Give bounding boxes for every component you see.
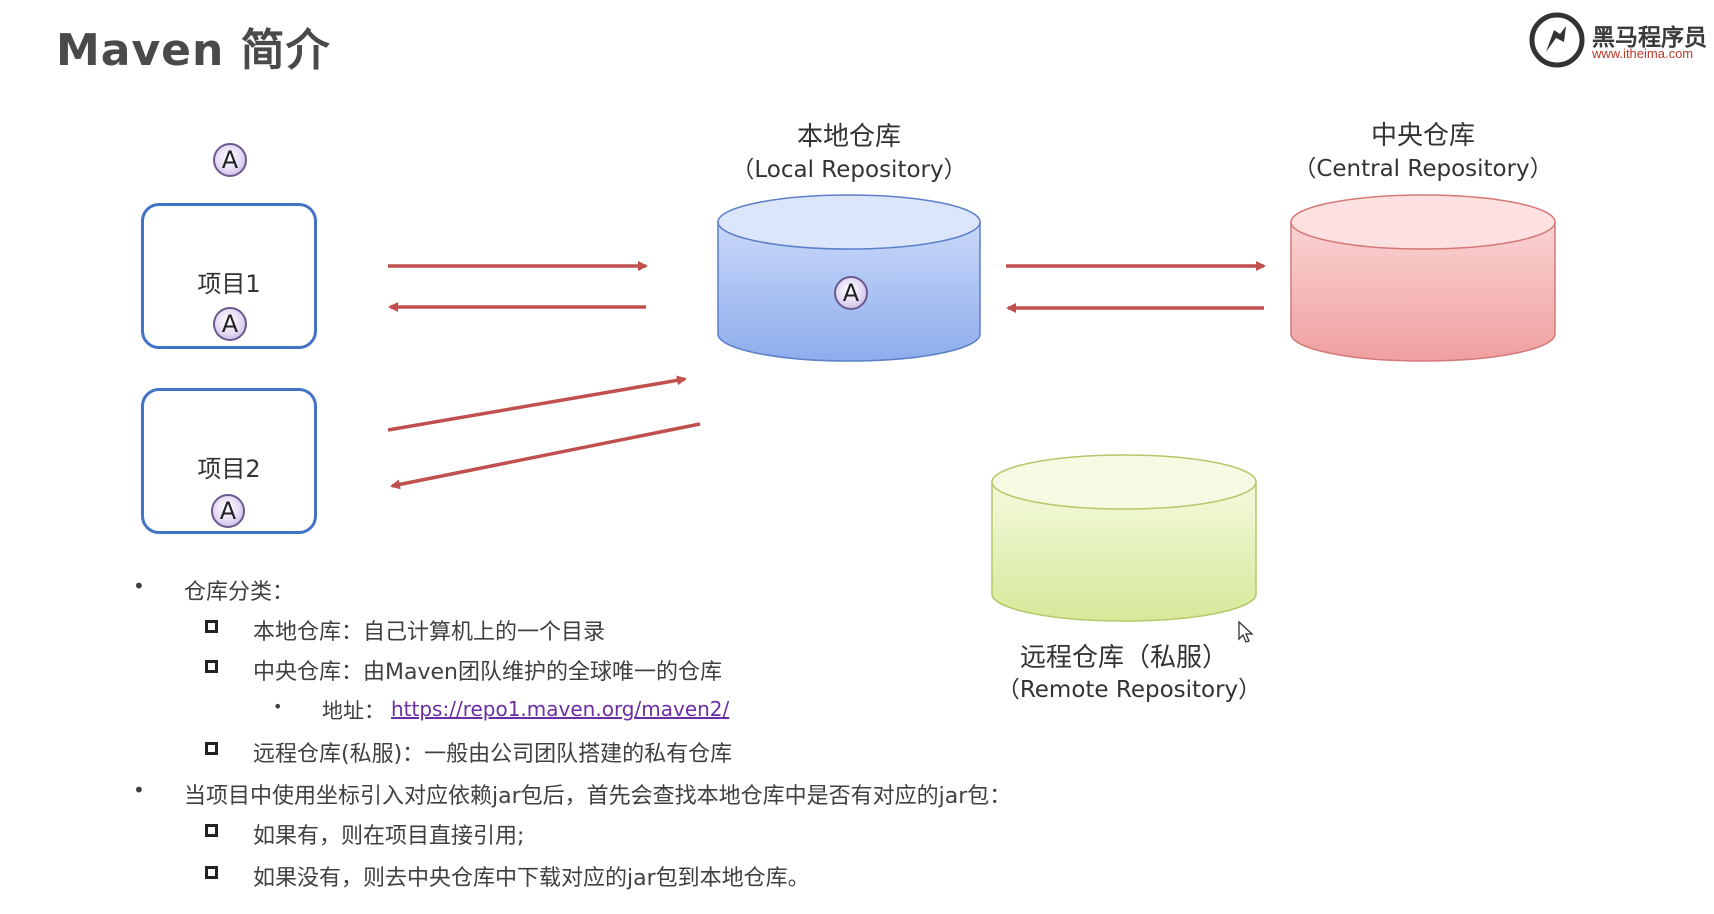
checkbox-square-icon — [205, 824, 218, 837]
note-if-missing: 如果没有，则去中央仓库中下载对应的jar包到本地仓库。 — [253, 866, 810, 891]
remote-repository-title: 远程仓库（私服） — [1019, 643, 1228, 673]
central-repository-subtitle: （Central Repository） — [1293, 156, 1553, 182]
note-category-heading: 仓库分类： — [184, 580, 295, 605]
checkbox-square-icon — [205, 866, 218, 879]
checkbox-square-icon — [205, 620, 218, 633]
checkbox-square-icon — [205, 660, 218, 673]
central-repository-title: 中央仓库 — [1370, 121, 1475, 151]
note-local-desc: 本地仓库：自己计算机上的一个目录 — [253, 620, 606, 645]
project-2-label: 项目2 — [197, 455, 261, 483]
project-1-label: 项目1 — [197, 270, 261, 298]
arrow-local-to-project2 — [390, 422, 701, 490]
mouse-cursor-icon — [1238, 620, 1254, 643]
note-remote-desc: 远程仓库(私服)：一般由公司团队搭建的私有仓库 — [253, 742, 733, 767]
checkbox-square-icon — [205, 742, 218, 755]
slide-title: Maven 简介 — [56, 25, 331, 76]
dependency-badge: A — [213, 143, 247, 177]
local-repository-dependency-badge: A — [834, 276, 868, 310]
bullet-dot: • — [273, 697, 283, 716]
note-lookup-rule: 当项目中使用坐标引入对应依赖jar包后，首先会查找本地仓库中是否有对应的jar包… — [184, 784, 1012, 809]
central-repository-cylinder — [1290, 194, 1556, 362]
logo-name: 黑马程序员 — [1592, 25, 1707, 51]
note-central-desc: 中央仓库：由Maven团队维护的全球唯一的仓库 — [253, 660, 722, 685]
central-repository-url-link[interactable]: https://repo1.maven.org/maven2/ — [391, 697, 730, 721]
arrow-project2-to-local — [387, 375, 687, 432]
note-if-exists: 如果有，则在项目直接引用; — [253, 824, 525, 849]
logo-horse-icon — [1529, 12, 1585, 68]
bullet-dot: • — [133, 574, 145, 598]
local-repository-subtitle: （Local Repository） — [731, 157, 967, 183]
project-1-box: 项目1 — [141, 203, 317, 349]
bullet-dot: • — [133, 778, 145, 802]
remote-repository-cylinder — [991, 454, 1257, 622]
project-2-dependency-badge: A — [211, 494, 245, 528]
note-address-label: 地址： — [322, 699, 385, 723]
project-1-dependency-badge: A — [213, 307, 247, 341]
local-repository-title: 本地仓库 — [796, 122, 901, 152]
remote-repository-subtitle: （Remote Repository） — [996, 677, 1262, 703]
logo-url: www.itheima.com — [1592, 46, 1694, 61]
